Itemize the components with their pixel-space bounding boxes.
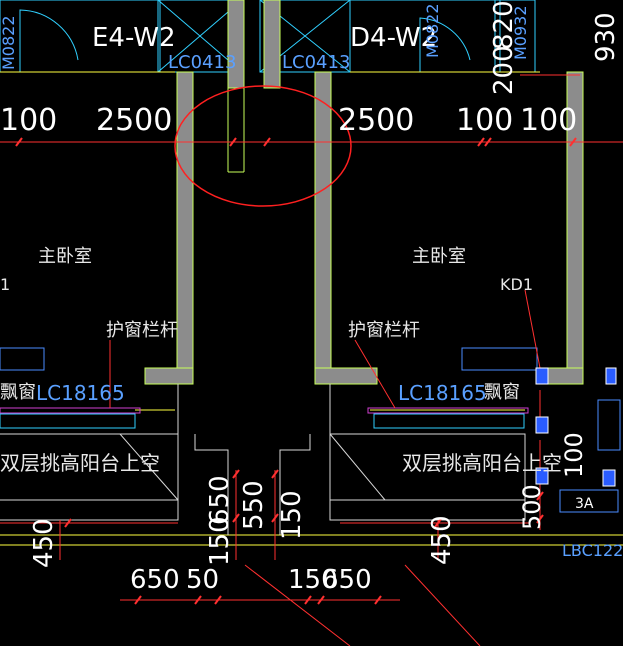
dim-150-right: 150 — [288, 565, 338, 595]
wall-right-vertical — [314, 71, 332, 383]
dim-right-2500: 2500 — [338, 103, 414, 138]
dim-650-left: 650 — [130, 565, 180, 595]
window-code-left: LC18165 — [36, 381, 125, 405]
markers — [535, 367, 617, 487]
lbc-tag: LBC1221 — [562, 541, 623, 560]
dim-650-vertical: 650 — [205, 475, 235, 525]
railings — [0, 407, 529, 429]
dim-450-right: 450 — [427, 515, 457, 565]
room-label-left: E4-W2 — [92, 23, 176, 53]
room-label-right: D4-W2 — [350, 23, 437, 53]
railing-label-left: 护窗栏杆 — [106, 320, 178, 341]
tag-box-right: 3A — [575, 496, 594, 512]
dim-650-right: 650 — [322, 565, 372, 595]
kd1-label-right: KD1 — [500, 275, 533, 294]
window-tag-left: LC0413 — [168, 52, 236, 73]
master-bedroom-left: 主卧室 — [38, 246, 92, 267]
dimension-ticks — [15, 137, 577, 605]
dim-500-vertical: 500 — [518, 484, 546, 530]
dim-450-left: 450 — [29, 518, 59, 568]
wall-left-foot — [144, 367, 194, 385]
master-bedroom-right: 主卧室 — [412, 246, 466, 267]
door-tag-right: M0822 — [423, 3, 442, 58]
walls — [144, 0, 584, 385]
wall-stub-left — [227, 0, 245, 89]
dim-100-vertical: 100 — [560, 432, 588, 478]
yellow-lines — [0, 71, 623, 546]
dim-left-100: 100 — [0, 103, 57, 138]
window-code-right: LC18165 — [398, 381, 487, 405]
door-tag-right2: M0932 — [511, 5, 530, 60]
dim-50-left: 50 — [186, 565, 219, 595]
bay-window-left: 飘窗 — [0, 382, 36, 403]
balcony-outlines — [0, 384, 526, 535]
balcony-void-right: 双层挑高阳台上空 — [402, 451, 562, 475]
balcony-void-left: 双层挑高阳台上空 — [0, 451, 160, 475]
dim-550-vertical: 550 — [239, 480, 269, 530]
kd1-label-left: 1 — [0, 275, 10, 294]
dim-right-100b: 100 — [520, 103, 577, 138]
dim-200: 200 — [489, 45, 519, 95]
wall-stub-right — [263, 0, 281, 89]
dim-930: 930 — [591, 12, 621, 62]
door-tag-left: M0822 — [0, 15, 18, 70]
window-tag-right: LC0413 — [282, 52, 350, 73]
dim-right-100a: 100 — [456, 103, 513, 138]
wall-right-foot — [314, 367, 378, 385]
dim-150-vertical: 150 — [277, 490, 307, 540]
railing-label-right: 护窗栏杆 — [348, 320, 420, 341]
revision-cloud — [174, 85, 352, 207]
blue-tag-boxes — [0, 347, 621, 513]
bay-window-right: 飘窗 — [484, 382, 520, 403]
dim-820: 820 — [489, 0, 519, 50]
dim-150-left: 150 — [205, 516, 235, 566]
dimension-lines — [0, 74, 623, 646]
dim-left-2500: 2500 — [96, 103, 172, 138]
